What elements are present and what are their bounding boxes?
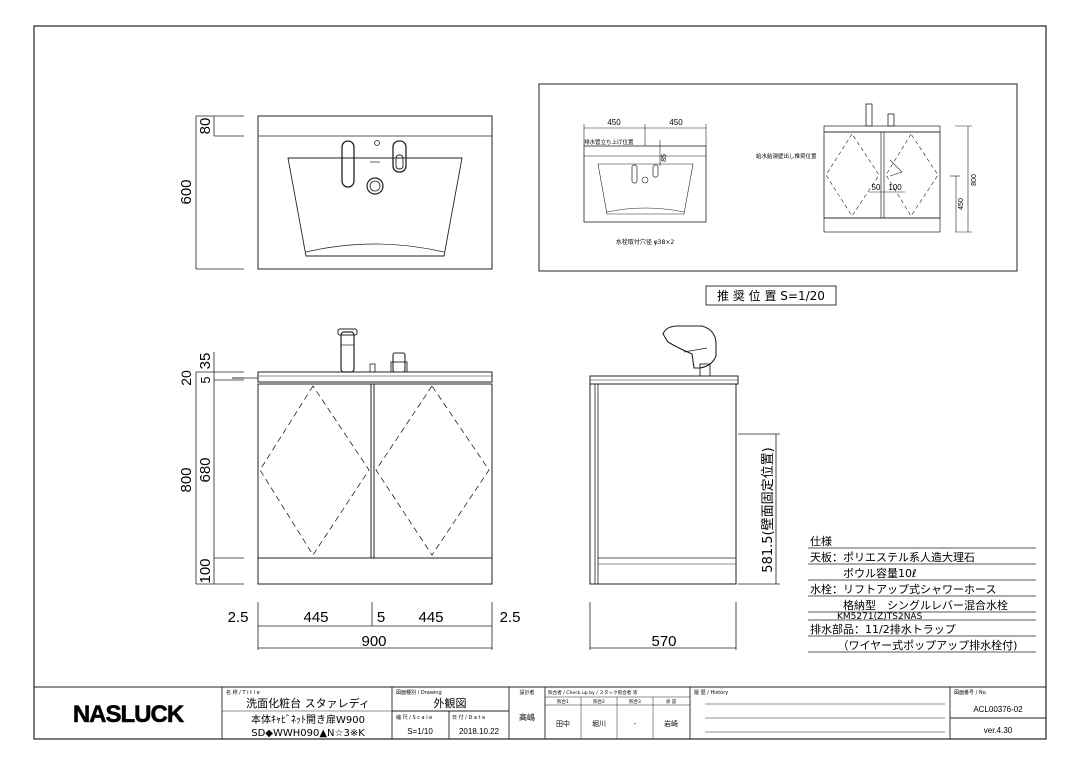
tb-check-head-3: 照合3 — [629, 698, 641, 705]
spec-block — [808, 547, 1036, 653]
tb-check-head-2: 照合2 — [593, 698, 605, 705]
front-countertop — [257, 371, 493, 383]
tb-name-line3: SD◆WWH090▲N☆3※K — [251, 728, 365, 739]
dim-side-581: 581.5(壁面固定位置) — [761, 447, 776, 572]
dim-side-570: 570 — [651, 633, 676, 650]
tb-number-label: 図面番号 / No. — [954, 689, 988, 696]
tb-drawing-label: 図面種別 / Drawing — [396, 689, 442, 696]
dim-plan-600: 600 — [178, 179, 195, 204]
front-plinth — [257, 557, 493, 585]
dim-w-5: 5 — [377, 609, 385, 626]
tb-designer-value: 高嶋 — [519, 712, 535, 722]
rec-dim-50: 50 — [872, 183, 881, 192]
tb-history-label: 履 歴 / History — [694, 690, 728, 696]
tb-check-value-3: - — [634, 720, 637, 728]
tb-check-value-2: 堀川 — [592, 719, 606, 728]
plan-outline — [257, 115, 493, 270]
tb-date-value: 2018.10.22 — [459, 727, 500, 736]
dim-w-2-5-left: 2.5 — [228, 609, 249, 626]
tb-date-label: 日 付 / D a t e — [452, 714, 485, 721]
tb-scale-value: S=1/10 — [407, 727, 433, 736]
spec-line-5: KM5271(Z)TS2NAS — [810, 612, 923, 622]
dim-front-100: 100 — [197, 558, 214, 583]
rec-dim-800: 800 — [971, 174, 978, 186]
dim-w-2-5-right: 2.5 — [500, 609, 521, 626]
spec-line-6: 排水部品：11/2排水トラップ — [810, 622, 956, 636]
rec-dim-450a: 450 — [607, 118, 621, 127]
dim-front-5: 5 — [198, 376, 213, 383]
tb-drawing-value: 外観図 — [434, 696, 467, 710]
spec-line-4: 格納型 シングルレバー混合水栓 — [810, 598, 1008, 612]
rec-caption: 推 奨 位 置 S=1/20 — [717, 288, 825, 303]
rec-dim-450v: 450 — [958, 198, 965, 210]
dim-plan-80: 80 — [197, 118, 214, 135]
dim-w-445-right: 445 — [418, 609, 443, 626]
tb-scale-label: 縮 尺 / S c a l e — [396, 714, 432, 721]
tb-number-value: ACL00376-02 — [973, 705, 1023, 714]
tb-version-value: ver.4.30 — [984, 726, 1013, 735]
tb-name-line1: 洗面化粧台 スタァレディ — [246, 696, 370, 710]
dim-front-680: 680 — [197, 457, 214, 482]
tb-name-line2: 本体ｷｬﾋﾞﾈｯﾄ開き扉W900 — [251, 713, 365, 726]
tb-check-value-4: 岩崎 — [664, 719, 678, 728]
rec-dim-85: 85 — [661, 154, 668, 162]
dim-front-20: 20 — [178, 370, 194, 386]
dim-w-900: 900 — [361, 633, 386, 650]
rec-dim-100: 100 — [888, 183, 902, 192]
sheet-border — [33, 25, 1047, 740]
dim-w-445-left: 445 — [303, 609, 328, 626]
front-view — [195, 328, 493, 650]
title-block — [34, 686, 1046, 739]
spec-line-2: ボウル容量10ℓ — [810, 566, 917, 580]
tb-check-head-4: 承 認 — [666, 698, 677, 705]
dim-front-35: 35 — [197, 353, 214, 370]
spec-line-3: 水栓：リフトアップ式シャワーホース — [810, 582, 996, 596]
rec-drain-label: 排水管立ち上げ位置 — [584, 138, 634, 146]
tb-check-value-1: 田中 — [556, 719, 570, 728]
tb-designer-label: 設計者 — [519, 689, 534, 696]
front-cabinet — [257, 383, 493, 559]
spec-line-7: （ワイヤー式ポップアップ排水栓付) — [810, 638, 1017, 652]
rec-faucet-hole: 水栓取付穴径 φ38×2 — [616, 238, 675, 246]
plan-view — [195, 115, 493, 270]
tb-check-head-1: 照合1 — [557, 698, 569, 705]
rec-supply-label: 給水給湯壁出し推奨位置 — [756, 152, 817, 160]
nasluck-logo: NASLUCK — [73, 701, 185, 728]
rec-dim-450b: 450 — [669, 118, 683, 127]
recommended-box — [538, 83, 1018, 272]
side-view — [589, 325, 780, 650]
spec-heading: 仕様 — [810, 534, 832, 548]
tb-name-label: 名 称 / T i t l e — [226, 689, 260, 696]
rec-caption-box — [705, 285, 837, 306]
dim-front-800: 800 — [178, 467, 195, 492]
spec-line-1: 天板：ポリエステル系人造大理石 — [810, 550, 975, 564]
tb-check-label: 照合者 / Check up by / スタック照合者 等 — [548, 689, 638, 696]
